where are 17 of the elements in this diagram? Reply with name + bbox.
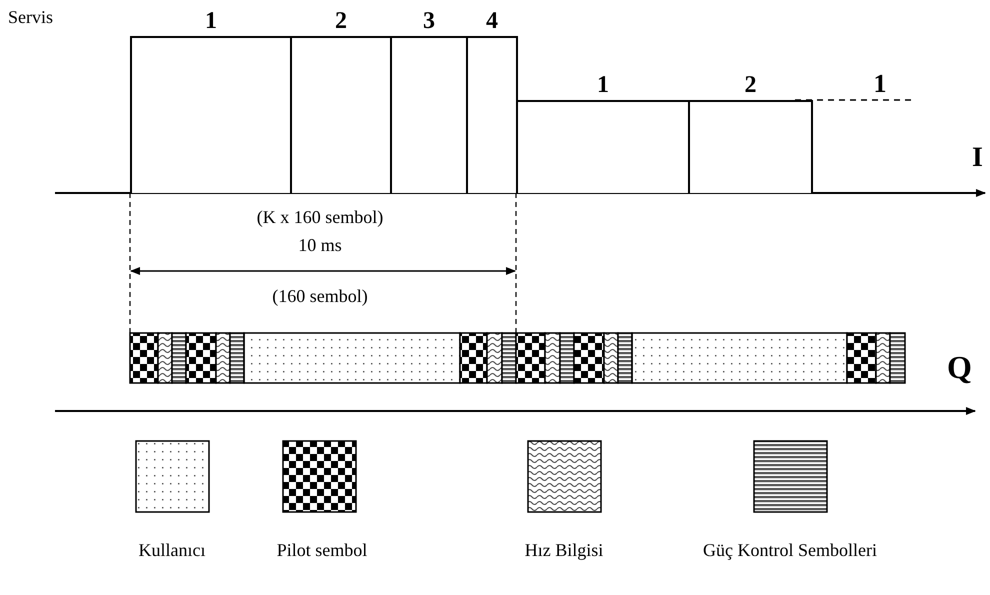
dimension-text: (K x 160 sembol) <box>256 208 384 228</box>
axis-label: Servis <box>8 8 53 28</box>
legend-label: Hız Bilgisi <box>524 540 604 561</box>
block-number: 1 <box>874 70 886 99</box>
axis-label: Q <box>947 350 972 386</box>
block-number: 2 <box>334 8 348 34</box>
axis-label: I <box>972 143 983 174</box>
block-number: 1 <box>204 8 218 34</box>
block-number: 3 <box>422 8 436 34</box>
block-number: 1 <box>596 72 610 98</box>
legend-label: Güç Kontrol Sembolleri <box>703 540 877 561</box>
legend-label: Kullanıcı <box>138 540 206 561</box>
legend-label: Pilot sembol <box>276 540 368 561</box>
block-number: 2 <box>744 72 758 98</box>
dimension-text: 10 ms <box>298 236 342 256</box>
block-number: 4 <box>485 8 499 34</box>
dimension-text: (160 sembol) <box>272 287 368 307</box>
